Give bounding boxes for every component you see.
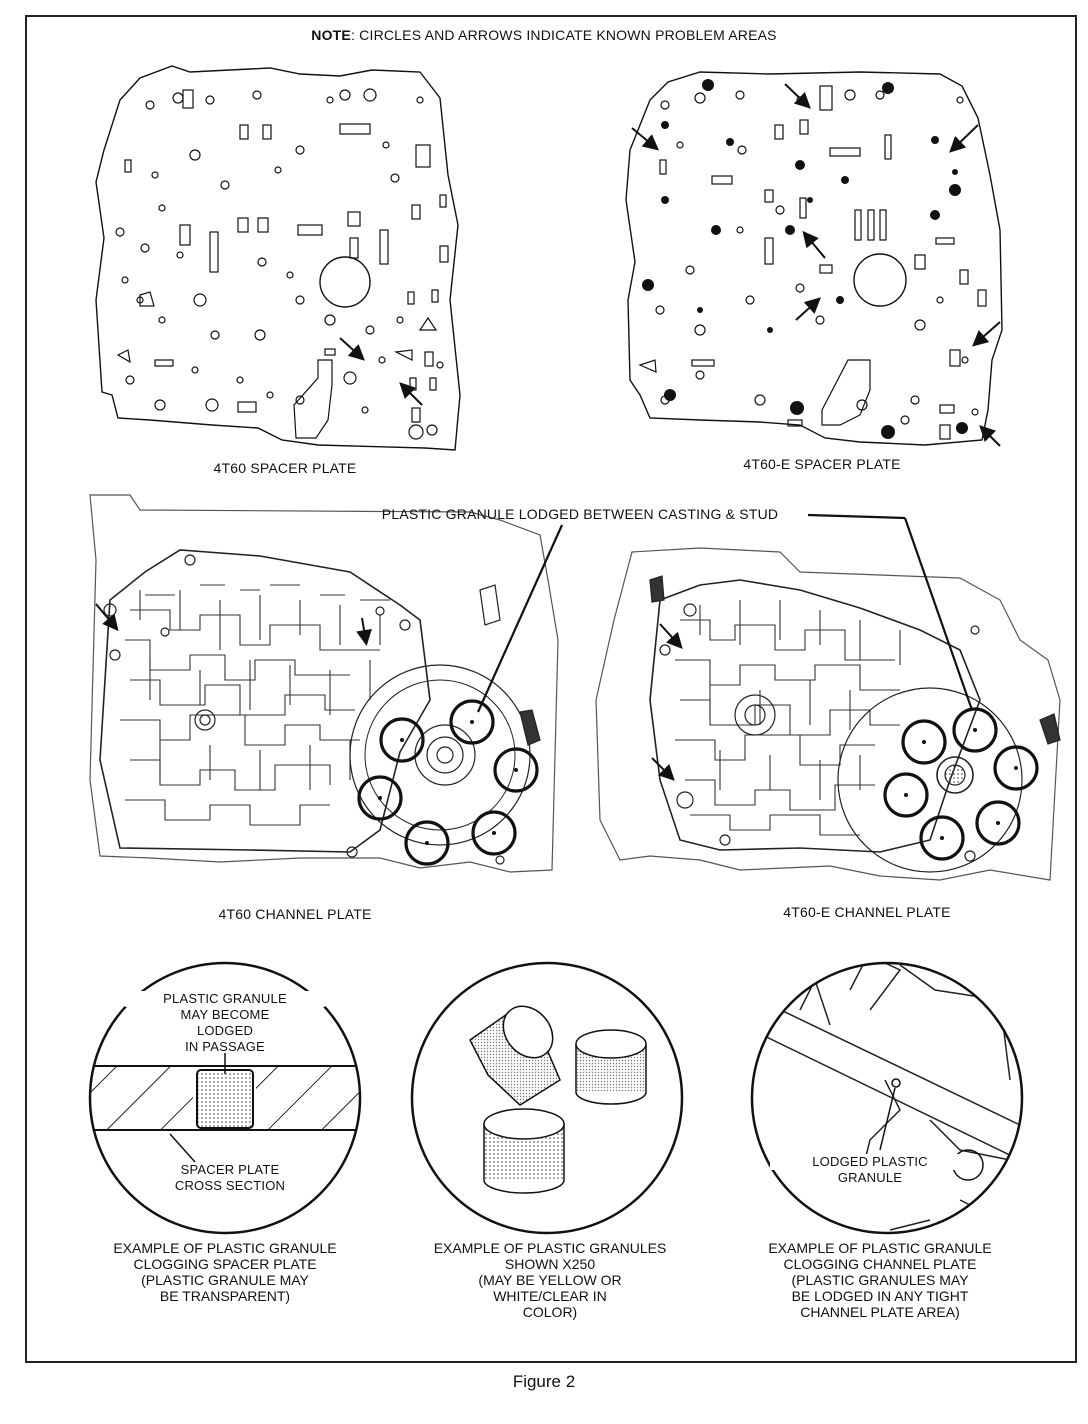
spacer-plate-4t60e bbox=[625, 71, 1003, 447]
granule-upright-bottom bbox=[483, 1108, 565, 1194]
note-bold: NOTE bbox=[311, 27, 351, 43]
figure-caption: Figure 2 bbox=[512, 1372, 576, 1391]
channel-plate-4t60e bbox=[595, 547, 1061, 881]
note-text: : CIRCLES AND ARROWS INDICATE KNOWN PROB… bbox=[350, 27, 777, 43]
note-heading: NOTE: CIRCLES AND ARROWS INDICATE KNOWN … bbox=[0, 27, 1088, 43]
caption-granules-example: EXAMPLE OF PLASTIC GRANULES SHOWN X250 (… bbox=[433, 1240, 667, 1320]
spacer-cross-section-line2: CROSS SECTION bbox=[174, 1178, 286, 1193]
granule-tilted bbox=[469, 1005, 561, 1106]
channel-plate-4t60 bbox=[89, 494, 559, 873]
figure-frame bbox=[25, 15, 1077, 1363]
label-4t60e-channel-plate: 4T60-E CHANNEL PLATE bbox=[783, 904, 951, 920]
problem-circles-4t60e bbox=[883, 707, 1039, 861]
caption-channel-example: EXAMPLE OF PLASTIC GRANULE CLOGGING CHAN… bbox=[768, 1240, 992, 1320]
spacer-cross-section-line1: SPACER PLATE bbox=[180, 1162, 280, 1177]
granule-upright-right bbox=[575, 1029, 647, 1105]
detail-channel-closeup bbox=[750, 961, 1024, 1235]
label-4t60e-spacer-plate: 4T60-E SPACER PLATE bbox=[743, 456, 901, 472]
lodged-granule-line2: GRANULE bbox=[837, 1170, 903, 1185]
lodged-granule-line1: LODGED PLASTIC bbox=[770, 1154, 970, 1170]
detail-granules-x250 bbox=[410, 961, 684, 1235]
granule-label-line1: PLASTIC GRANULE bbox=[125, 991, 325, 1007]
callout-granule-casting-stud: PLASTIC GRANULE LODGED BETWEEN CASTING &… bbox=[381, 506, 779, 522]
granule-label-line2: MAY BECOME bbox=[180, 1007, 270, 1022]
label-4t60-spacer-plate: 4T60 SPACER PLATE bbox=[213, 460, 357, 476]
detail-spacer-cross-section bbox=[88, 961, 362, 1235]
caption-spacer-example: EXAMPLE OF PLASTIC GRANULE CLOGGING SPAC… bbox=[113, 1240, 337, 1304]
callout-leader-lines bbox=[476, 513, 974, 713]
granule-label-line3: LODGED bbox=[196, 1023, 254, 1038]
problem-circles-4t60 bbox=[357, 699, 539, 866]
granule-label-line4: IN PASSAGE bbox=[185, 1039, 265, 1054]
spacer-plate-4t60 bbox=[95, 65, 461, 451]
filled-holes-4t60e bbox=[642, 79, 968, 439]
label-4t60-channel-plate: 4T60 CHANNEL PLATE bbox=[218, 906, 372, 922]
